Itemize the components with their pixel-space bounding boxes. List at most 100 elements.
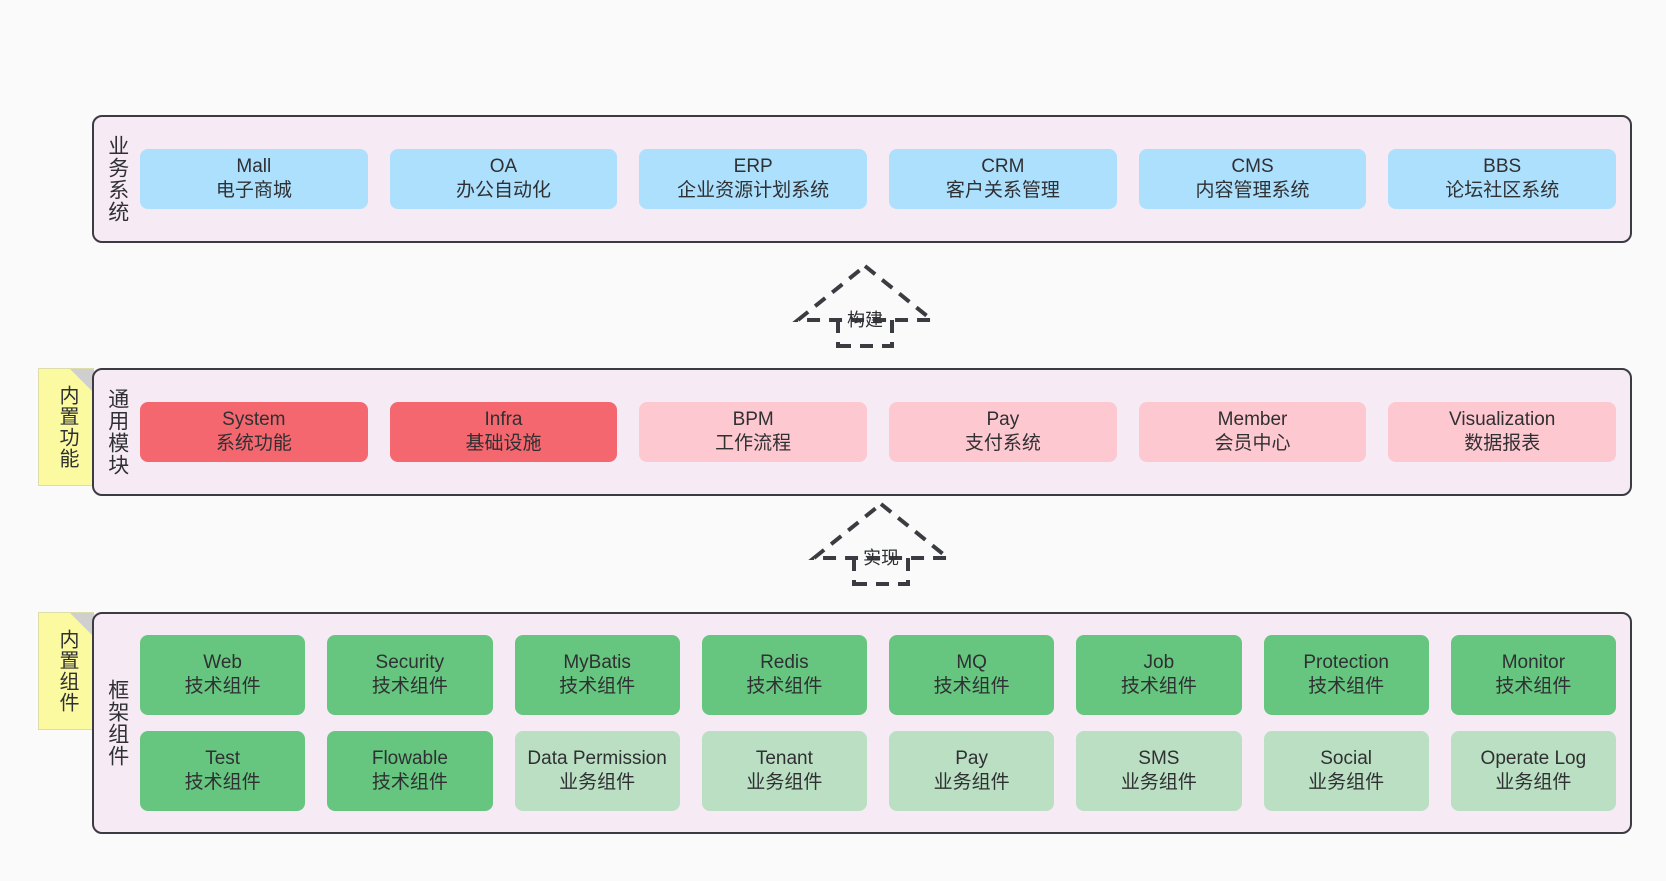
node-bbs[interactable]: BBS 论坛社区系统 [1388, 148, 1617, 210]
node-data-permission-desc: 业务组件 [559, 772, 636, 793]
node-mall[interactable]: Mall 电子商城 [140, 148, 368, 210]
node-crm[interactable]: CRM 客户关系管理 [889, 148, 1117, 210]
node-operate-log[interactable]: Operate Log 业务组件 [1450, 731, 1616, 811]
connector-build-label: 构建 [847, 310, 883, 330]
connector-build: 构建 [792, 262, 938, 348]
node-pay-name: Pay [986, 408, 1020, 430]
node-bbs-desc: 论坛社区系统 [1445, 180, 1560, 201]
node-protection-desc: 技术组件 [1308, 676, 1385, 697]
node-crm-name: CRM [981, 155, 1025, 177]
node-member-desc: 会员中心 [1214, 433, 1291, 454]
common-row: System 系统功能 Infra 基础设施 BPM 工作流程 Pay 支付系统… [140, 401, 1617, 463]
node-web-desc: 技术组件 [184, 676, 261, 697]
node-social-name: Social [1320, 747, 1372, 769]
node-erp-name: ERP [733, 155, 773, 177]
node-test-desc: 技术组件 [184, 772, 261, 793]
layer-common-module: 通用模块 System 系统功能 Infra 基础设施 BPM 工作流程 Pay… [92, 368, 1632, 496]
layer-framework-component-title: 框架组件 [105, 679, 129, 767]
node-job-desc: 技术组件 [1120, 676, 1197, 697]
node-monitor-desc: 技术组件 [1495, 676, 1572, 697]
node-redis-desc: 技术组件 [746, 676, 823, 697]
node-system-desc: 系统功能 [215, 433, 292, 454]
node-bbs-name: BBS [1483, 155, 1522, 177]
node-member[interactable]: Member 会员中心 [1138, 401, 1367, 463]
node-job-name: Job [1143, 651, 1175, 673]
node-mybatis[interactable]: MyBatis 技术组件 [514, 635, 680, 715]
node-infra-name: Infra [484, 408, 523, 430]
node-data-permission[interactable]: Data Permission 业务组件 [514, 731, 680, 811]
node-bpm-name: BPM [732, 408, 774, 430]
node-mq-name: MQ [956, 651, 987, 673]
node-crm-desc: 客户关系管理 [945, 180, 1060, 201]
node-operate-log-desc: 业务组件 [1495, 772, 1572, 793]
node-social-desc: 业务组件 [1308, 772, 1385, 793]
layer-common-module-body: System 系统功能 Infra 基础设施 BPM 工作流程 Pay 支付系统… [140, 370, 1630, 494]
node-member-name: Member [1217, 408, 1288, 430]
node-bpm-desc: 工作流程 [715, 433, 792, 454]
node-security-name: Security [375, 651, 445, 673]
node-system[interactable]: System 系统功能 [140, 401, 368, 463]
connector-implement: 实现 [808, 500, 954, 586]
node-oa-name: OA [489, 155, 518, 177]
node-monitor-name: Monitor [1501, 651, 1566, 673]
node-pay-component-name: Pay [955, 747, 988, 769]
node-infra[interactable]: Infra 基础设施 [389, 401, 618, 463]
node-flowable-desc: 技术组件 [371, 772, 448, 793]
node-pay-component[interactable]: Pay 业务组件 [889, 731, 1055, 811]
node-erp-desc: 企业资源计划系统 [677, 180, 830, 201]
note-builtin-function: 内置功能 [38, 368, 94, 486]
layer-business-system-body: Mall 电子商城 OA 办公自动化 ERP 企业资源计划系统 CRM 客户关系… [140, 117, 1630, 241]
note-builtin-function-label: 内置功能 [56, 385, 78, 469]
node-protection[interactable]: Protection 技术组件 [1263, 635, 1429, 715]
note-builtin-component-label: 内置组件 [56, 629, 78, 713]
layer-business-system: 业务系统 Mall 电子商城 OA 办公自动化 ERP 企业资源计划系统 CRM… [92, 115, 1632, 243]
node-mall-desc: 电子商城 [215, 180, 292, 201]
node-monitor[interactable]: Monitor 技术组件 [1450, 635, 1616, 715]
node-bpm[interactable]: BPM 工作流程 [639, 401, 868, 463]
node-test-name: Test [205, 747, 241, 769]
node-tenant-desc: 业务组件 [746, 772, 823, 793]
connector-implement-label: 实现 [863, 548, 899, 568]
node-system-name: System [222, 408, 286, 430]
framework-row-2: Test 技术组件 Flowable 技术组件 Data Permission … [140, 731, 1616, 811]
node-sms-name: SMS [1138, 747, 1180, 769]
node-sms-desc: 业务组件 [1120, 772, 1197, 793]
layer-common-module-title: 通用模块 [105, 388, 129, 476]
layer-business-system-title: 业务系统 [105, 135, 129, 223]
node-oa-desc: 办公自动化 [456, 180, 552, 201]
layer-framework-component: 框架组件 Web 技术组件 Security 技术组件 MyBatis 技术组件… [92, 612, 1632, 834]
layer-framework-component-body: Web 技术组件 Security 技术组件 MyBatis 技术组件 Redi… [140, 614, 1630, 832]
node-redis-name: Redis [760, 651, 809, 673]
node-sms[interactable]: SMS 业务组件 [1076, 731, 1242, 811]
node-tenant[interactable]: Tenant 业务组件 [701, 731, 867, 811]
node-mybatis-name: MyBatis [563, 651, 631, 673]
node-flowable-name: Flowable [371, 747, 448, 769]
node-flowable[interactable]: Flowable 技术组件 [327, 731, 493, 811]
node-oa[interactable]: OA 办公自动化 [389, 148, 618, 210]
node-tenant-name: Tenant [755, 747, 813, 769]
node-visualization-desc: 数据报表 [1464, 433, 1541, 454]
node-visualization[interactable]: Visualization 数据报表 [1388, 401, 1617, 463]
node-web[interactable]: Web 技术组件 [140, 635, 306, 715]
node-job[interactable]: Job 技术组件 [1076, 635, 1242, 715]
node-pay-desc: 支付系统 [964, 433, 1041, 454]
node-test[interactable]: Test 技术组件 [140, 731, 306, 811]
node-cms[interactable]: CMS 内容管理系统 [1138, 148, 1367, 210]
node-mybatis-desc: 技术组件 [559, 676, 636, 697]
node-operate-log-name: Operate Log [1480, 747, 1587, 769]
node-web-name: Web [203, 651, 242, 673]
node-pay[interactable]: Pay 支付系统 [889, 401, 1117, 463]
node-security-desc: 技术组件 [371, 676, 448, 697]
node-social[interactable]: Social 业务组件 [1263, 731, 1429, 811]
node-mq-desc: 技术组件 [933, 676, 1010, 697]
node-visualization-name: Visualization [1449, 408, 1556, 430]
framework-row-1: Web 技术组件 Security 技术组件 MyBatis 技术组件 Redi… [140, 635, 1616, 715]
node-security[interactable]: Security 技术组件 [327, 635, 493, 715]
node-protection-name: Protection [1303, 651, 1389, 673]
node-mq[interactable]: MQ 技术组件 [889, 635, 1055, 715]
note-builtin-component: 内置组件 [38, 612, 94, 730]
node-redis[interactable]: Redis 技术组件 [701, 635, 867, 715]
node-data-permission-name: Data Permission [527, 747, 667, 769]
node-erp[interactable]: ERP 企业资源计划系统 [639, 148, 868, 210]
